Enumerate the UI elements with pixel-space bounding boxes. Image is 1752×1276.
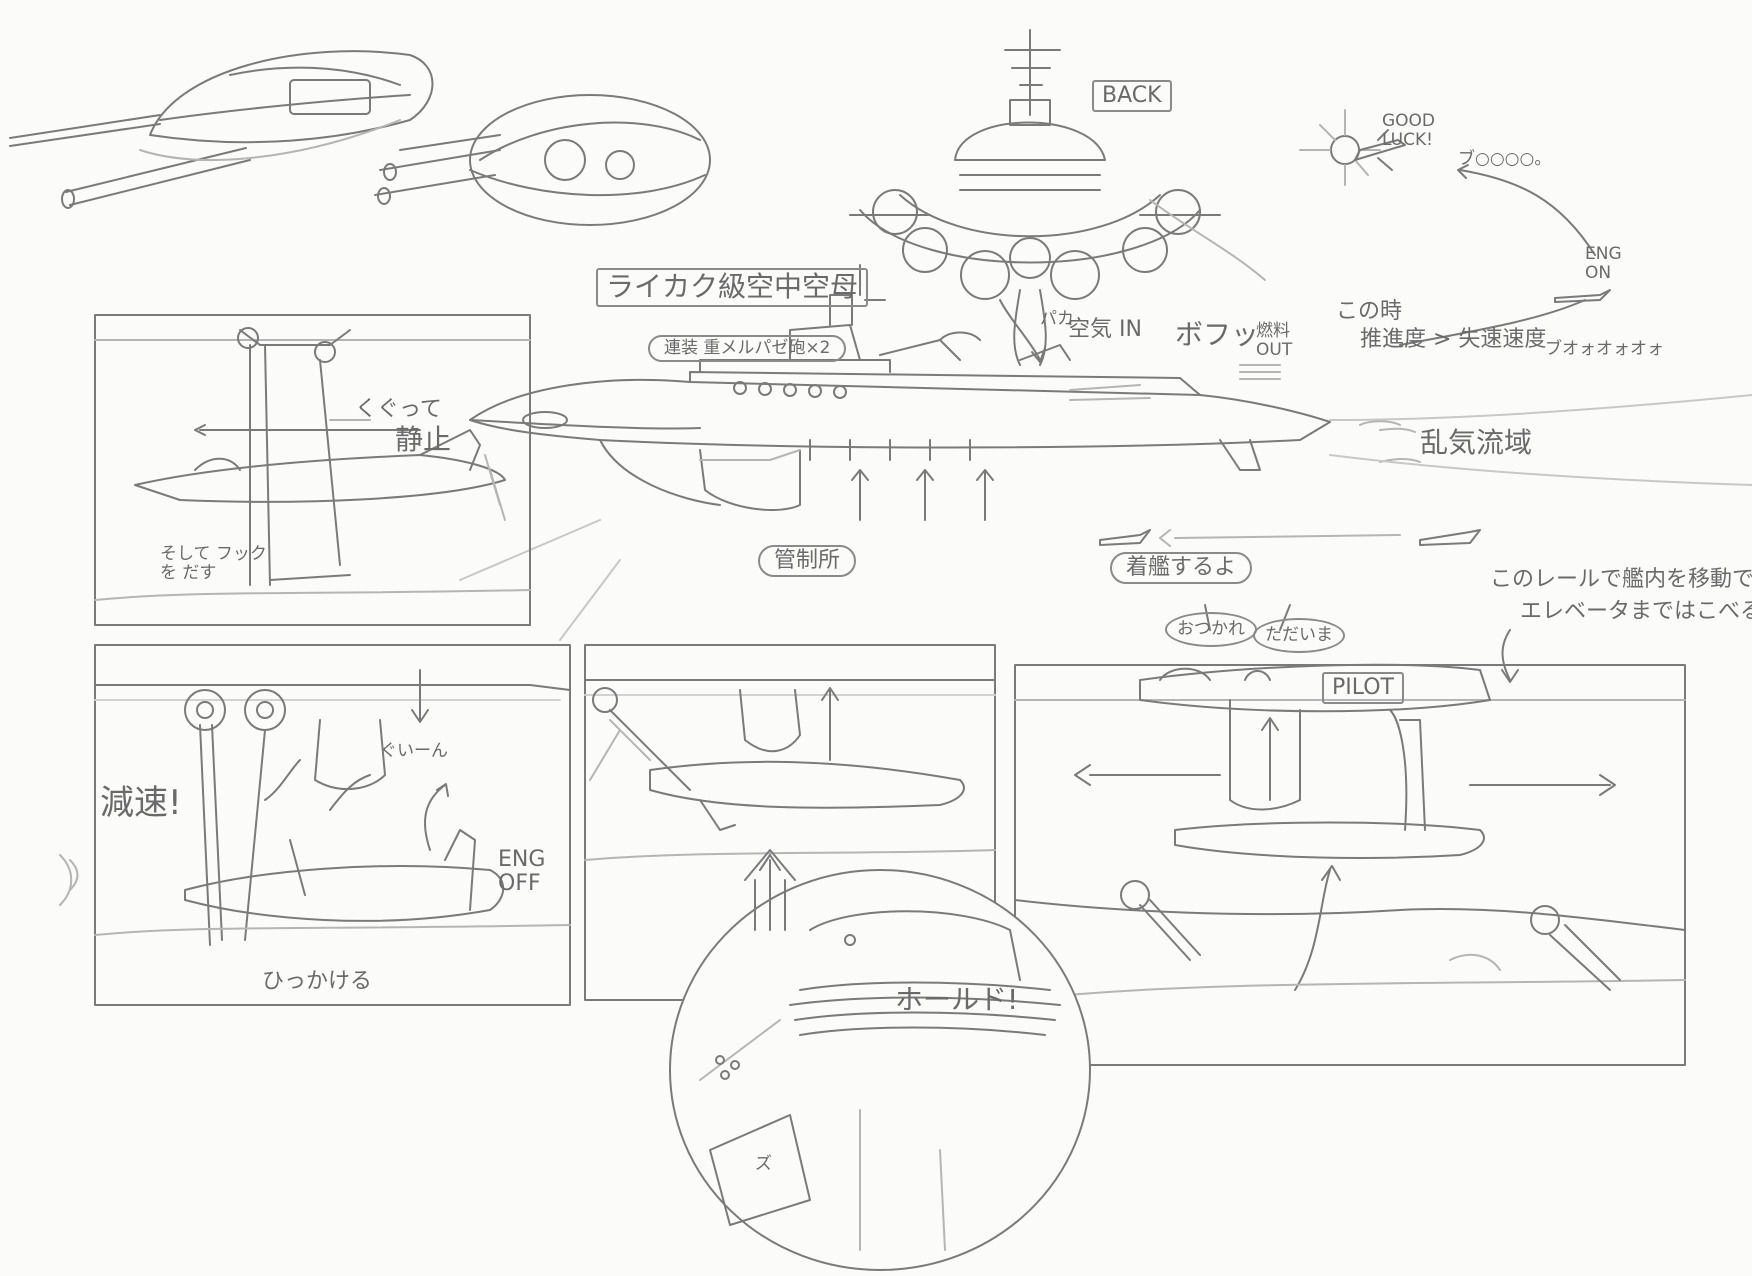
hold-closeup-inset	[669, 849, 1091, 1271]
decel-label: 減速!	[100, 783, 182, 823]
panel-lift	[584, 644, 996, 1001]
panel-rail-transfer	[1014, 663, 1686, 1066]
pa-label: パカ	[1040, 309, 1074, 329]
air-in-label: 空気 IN	[1068, 317, 1142, 342]
hikkakeru-label: ひっかける	[262, 969, 373, 994]
carrier-rear-view-sketch	[849, 29, 1221, 366]
plane-takeoff-sketch	[1149, 109, 1611, 346]
carrier-side-view-sketch	[459, 264, 1752, 641]
speed-compare-label: 推進度 > 失速速度	[1360, 327, 1547, 352]
rail-note-line-1: このレールで艦内を移動できる。	[1490, 567, 1752, 592]
hook-note-label: そして フックを だす	[160, 544, 267, 583]
guns-label: 連装 重メルパゼ砲×2	[648, 335, 847, 362]
eng-off-label: ENG OFF	[498, 847, 546, 897]
good-luck-label: GOOD LUCK!	[1382, 111, 1436, 150]
pilot-label: PILOT	[1322, 672, 1404, 705]
eng-on-label: ENG ON	[1585, 244, 1622, 283]
hover-tank-sketch-2	[374, 94, 711, 226]
hover-tank-sketch-1	[9, 50, 434, 209]
buooo-label: ブオォオォオォ	[1545, 339, 1664, 359]
carrier-title-label: ライカク級空中空母	[596, 268, 869, 307]
tadaima-bubble: ただいま	[1253, 618, 1345, 653]
guiin-label: ぐいーん	[380, 741, 448, 761]
kugutte-label: くぐって	[355, 397, 442, 422]
hold-label: ホールド!	[895, 983, 1019, 1016]
control-room-label: 管制所	[758, 545, 857, 578]
buooo-trail-label: ブ○○○○。	[1458, 149, 1552, 169]
rail-note-line-2: エレベータまではこべる	[1520, 599, 1752, 624]
landing-pill-label: 着艦するよ	[1110, 552, 1253, 585]
otsukare-bubble: おつかれ	[1165, 612, 1257, 647]
zu-label: ズ	[755, 1154, 772, 1174]
stop-label: 静止	[395, 423, 452, 456]
panel-hook-stop	[94, 314, 531, 626]
this-time-label: この時	[1336, 299, 1403, 324]
turbulence-label: 乱気流域	[1420, 426, 1533, 459]
back-label: BACK	[1092, 80, 1172, 113]
panel-deceleration	[59, 644, 571, 1006]
fuel-out-label: 燃料 OUT	[1256, 321, 1293, 360]
bofu-label: ボフッ	[1175, 318, 1260, 351]
